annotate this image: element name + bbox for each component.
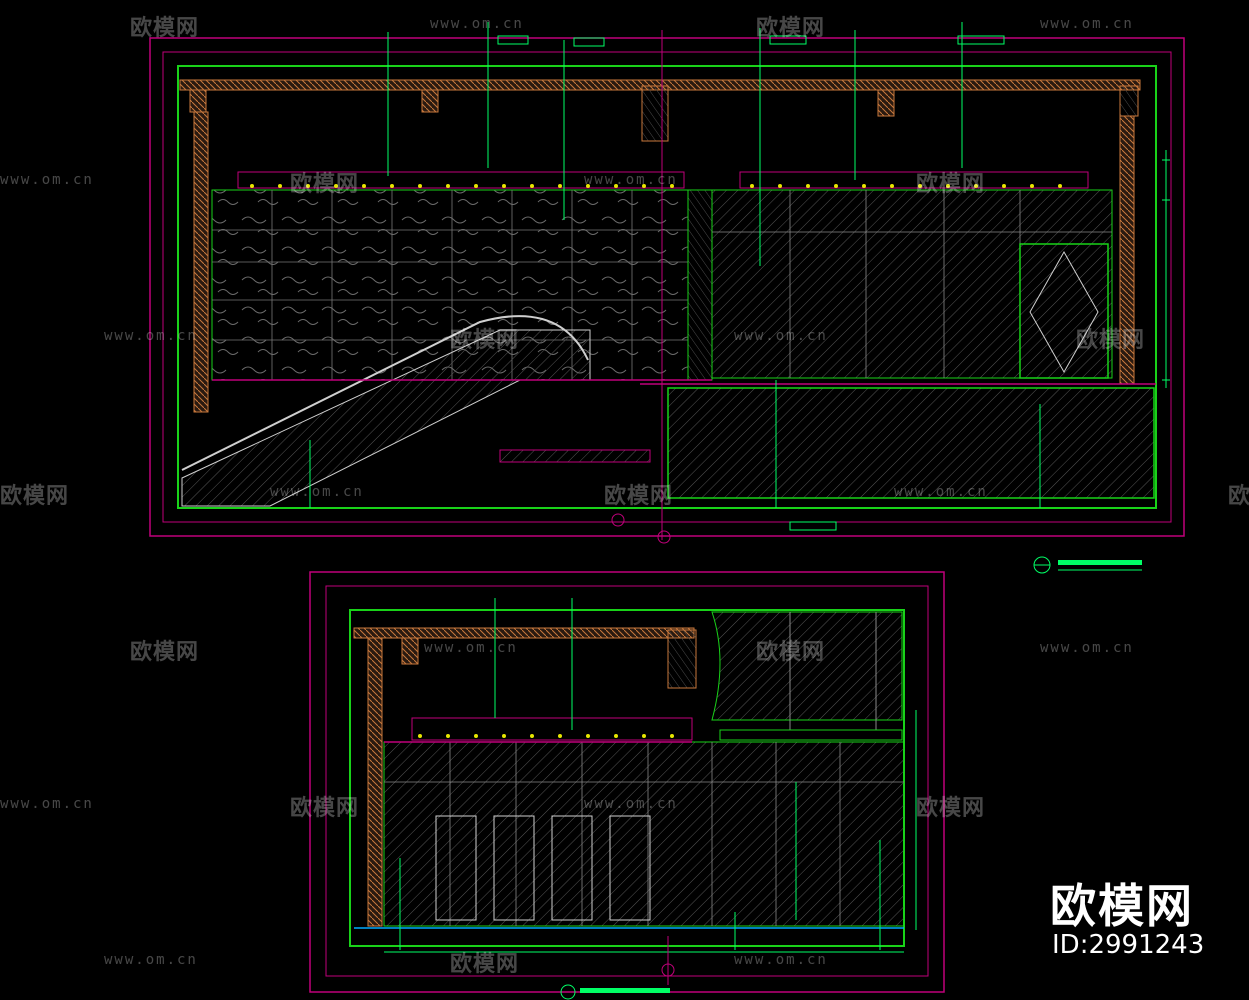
watermark-brand-11: 欧模网 [756,640,826,665]
watermark-brand-6: 欧模网 [1076,328,1146,353]
watermark-url-3: www.om.cn [0,172,94,188]
watermark-brand-4: 欧模网 [916,172,986,197]
axis-marker-1 [611,513,625,527]
watermark-url-7: www.om.cn [270,484,364,500]
ceiling-beam-2 [421,89,439,113]
curved-bulkhead [711,611,903,721]
watermark-brand-13: 欧模网 [916,796,986,821]
watermark-brand-2: 欧模网 [756,16,826,41]
escalator-landing [499,449,651,463]
axis-marker-3 [661,963,675,977]
bottom-left-wall [367,637,383,927]
ceiling-beam-4 [1119,85,1139,117]
watermark-url-10: www.om.cn [1040,640,1134,656]
escalator-handrail [181,315,589,471]
watermark-brand-10: 欧模网 [130,640,200,665]
top-title-block [1033,556,1142,574]
watermark-url-2: www.om.cn [1040,16,1134,32]
watermark-url-11: www.om.cn [0,796,94,812]
watermark-url-14: www.om.cn [734,952,828,968]
watermark-url-8: www.om.cn [894,484,988,500]
reception-counter [667,387,1155,499]
light-dots [250,184,1062,188]
watermark-url-9: www.om.cn [424,640,518,656]
bottom-sheet-frame-inner [325,585,929,977]
watermark-url-1: www.om.cn [430,16,524,32]
leader-tags-top [497,35,1005,531]
top-elevation [149,22,1185,574]
leader-lines-bottom [399,598,881,950]
bottom-title-block [560,984,670,1000]
bottom-wall-grid [384,742,904,926]
top-outline [177,65,1157,509]
watermark-url-6: www.om.cn [734,328,828,344]
dark-glass-wall [711,189,1113,379]
bottom-glass-wall [383,741,905,927]
watermark-url-4: www.om.cn [584,172,678,188]
ceiling-column [641,85,669,142]
top-sheet-frame-inner [162,51,1172,523]
bottom-elevation [309,571,945,1000]
watermark-brand-8: 欧模网 [604,484,674,509]
bottom-light-strip [411,717,693,741]
light-strip-right [739,171,1089,189]
bottom-ceiling-slab [353,627,695,639]
elevator-door-diamond [1029,250,1099,374]
corner-id-text: ID:2991243 [1052,930,1205,960]
watermark-url-12: www.om.cn [584,796,678,812]
watermark-url-5: www.om.cn [104,328,198,344]
watermark-brand-1: 欧模网 [130,16,200,41]
corner-brand-logo: 欧模网 [1050,879,1194,933]
left-wall [193,111,209,413]
watermark-brand-14: 欧模网 [450,952,520,977]
door-panels [435,815,651,921]
bottom-light-strip-right [719,729,903,741]
top-sheet-frame-outer [149,37,1185,537]
watermark-brand-9: 欧模网 [1228,484,1249,509]
bottom-ceiling-beam [401,637,419,665]
watermark-brand-3: 欧模网 [290,172,360,197]
ceiling-beam-1 [189,89,207,113]
ceiling-beam-3 [877,89,895,117]
light-strip-left [237,171,685,189]
stone-wall-panel [211,189,689,381]
watermark-url-13: www.om.cn [104,952,198,968]
axis-marker-2 [657,530,671,544]
stone-column [687,189,713,381]
watermark-brand-5: 欧模网 [450,328,520,353]
stone-grid [212,190,688,380]
watermark-brand-12: 欧模网 [290,796,360,821]
bottom-column [667,629,697,689]
bottom-light-dots [418,734,674,738]
leader-lines-top [309,22,1041,508]
watermark-brand-7: 欧模网 [0,484,70,509]
elevator-door [1019,243,1109,379]
